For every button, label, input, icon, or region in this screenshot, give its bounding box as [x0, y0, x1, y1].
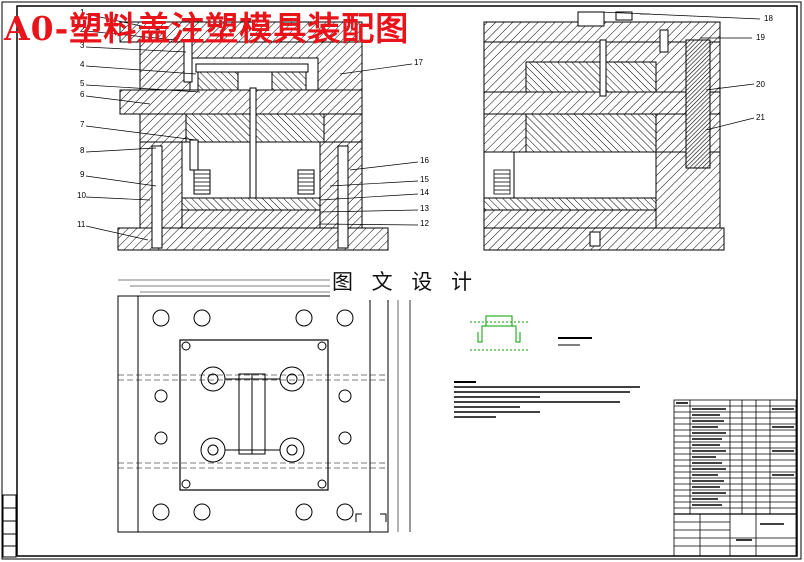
part-label-18: 18 — [764, 14, 773, 23]
part-label-11: 11 — [77, 220, 86, 229]
part-label-6: 6 — [80, 90, 85, 99]
part-label-17: 17 — [414, 58, 423, 67]
part-label-4: 4 — [80, 60, 85, 69]
drawing-title: A0-塑料盖注塑模具装配图 — [4, 9, 410, 48]
left-section-view — [117, 21, 389, 251]
part-label-8: 8 — [80, 146, 85, 155]
part-label-12: 12 — [420, 219, 429, 228]
part-label-19: 19 — [756, 33, 765, 42]
part-detail — [470, 315, 528, 351]
part-label-13: 13 — [420, 204, 429, 213]
watermark-label: 图 文 设 计 — [330, 264, 480, 300]
part-label-16: 16 — [420, 156, 429, 165]
right-spring — [493, 169, 511, 195]
part-labels-left: 1 2 3 4 5 6 7 8 9 10 11 16 15 14 13 12 1… — [77, 8, 429, 229]
part-label-5: 5 — [80, 79, 85, 88]
leader-lines-left — [85, 13, 419, 241]
part-label-14: 14 — [420, 188, 429, 197]
part-label-21: 21 — [756, 113, 765, 122]
part-detail-callout — [558, 337, 592, 346]
technical-notes — [454, 381, 640, 418]
title-block — [673, 399, 797, 557]
part-label-10: 10 — [77, 191, 86, 200]
part-label-7: 7 — [80, 120, 85, 129]
part-label-2: 2 — [80, 25, 85, 34]
leader-lines-right — [599, 11, 761, 131]
part-labels-right: 18 19 20 21 — [756, 14, 773, 122]
part-label-20: 20 — [756, 80, 765, 89]
title-block-fill — [676, 402, 794, 541]
part-label-15: 15 — [420, 175, 429, 184]
part-label-1: 1 — [80, 8, 85, 17]
right-section-view — [483, 11, 725, 251]
part-label-9: 9 — [80, 170, 85, 179]
plan-view — [117, 279, 411, 533]
part-label-3: 3 — [80, 41, 85, 50]
